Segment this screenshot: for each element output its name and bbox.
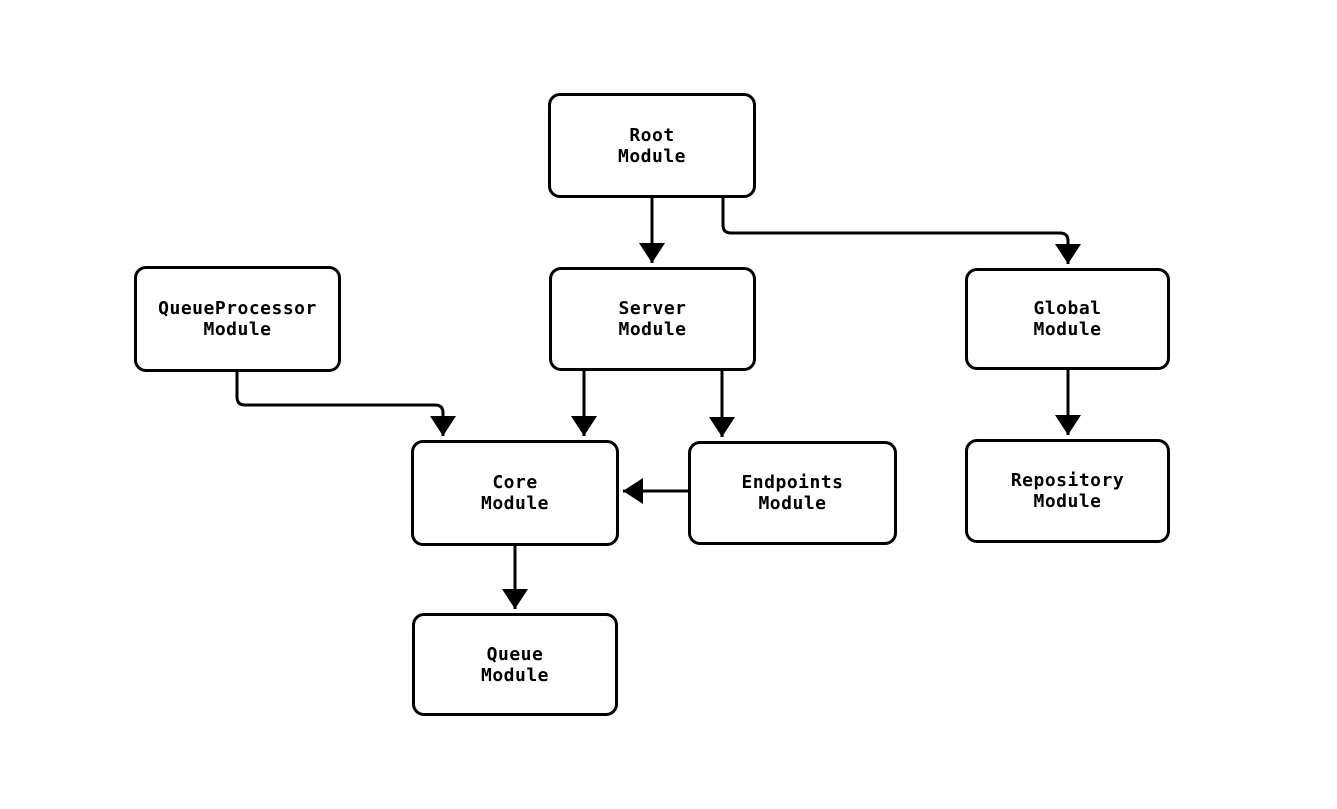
node-endpoints-module: Endpoints Module	[688, 441, 897, 545]
node-root-module: Root Module	[548, 93, 756, 198]
node-queue-module-label: Queue Module	[480, 643, 550, 686]
node-root-module-label: Root Module	[617, 124, 687, 167]
node-server-module: Server Module	[549, 267, 756, 371]
node-global-module: Global Module	[965, 268, 1170, 370]
node-queueprocessor-module-label: QueueProcessor Module	[158, 298, 317, 340]
node-queue-module: Queue Module	[412, 613, 618, 716]
node-queueprocessor-module: QueueProcessor Module	[134, 266, 341, 372]
edge-queueprocessor-module-to-core-module	[235, 372, 456, 436]
node-endpoints-module-label: Endpoints Module	[741, 472, 844, 514]
node-global-module-label: Global Module	[1033, 298, 1102, 340]
node-server-module-label: Server Module	[618, 298, 687, 340]
node-repository-module-label: Repository Module	[1010, 470, 1125, 512]
edge-root-module-to-global-module	[721, 198, 1081, 264]
node-repository-module: Repository Module	[965, 439, 1170, 543]
node-core-module: Core Module	[411, 440, 619, 546]
node-core-module-label: Core Module	[480, 472, 550, 514]
